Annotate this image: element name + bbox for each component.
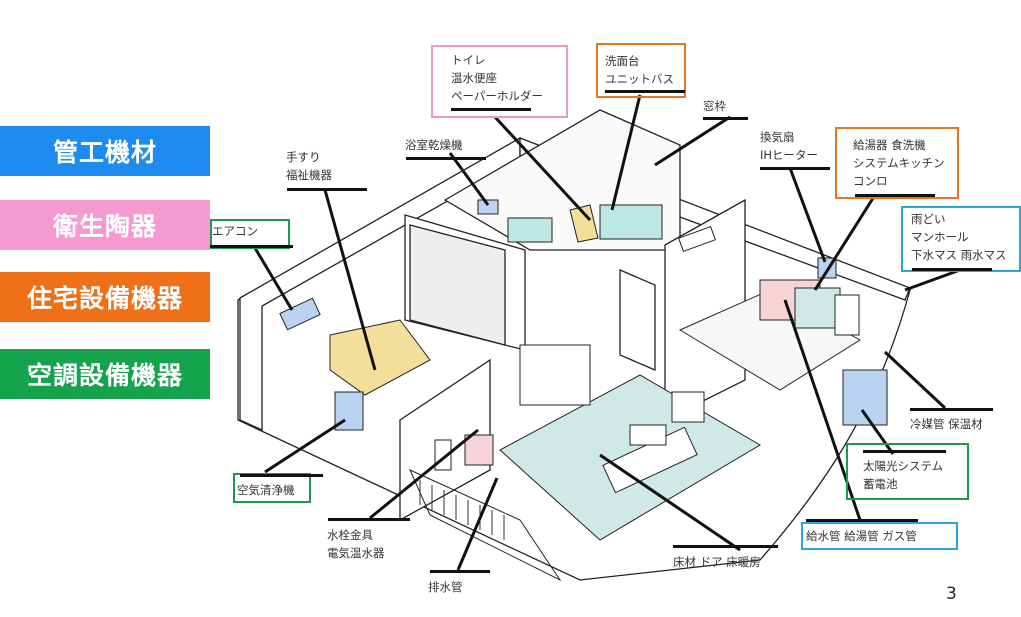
category-hvac-equipment: 空調設備機器 — [0, 349, 210, 399]
bath-dryer — [477, 199, 499, 215]
label-line: 床材 ドア 床暖房 — [673, 555, 761, 569]
category-housing-equipment: 住宅設備機器 — [0, 272, 210, 322]
label-refrigerant: 冷媒管 保温材 — [910, 415, 983, 433]
label-supply-pipes: 給水管 給湯管 ガス管 — [806, 527, 917, 545]
label-solar: 太陽光システム 蓄電池 — [863, 457, 943, 493]
care-bed — [329, 319, 431, 396]
category-pipe-materials: 管工機材 — [0, 126, 210, 176]
label-line: 窓枠 — [703, 99, 726, 113]
underline — [240, 474, 323, 477]
bathtub — [599, 204, 663, 240]
sofa — [602, 426, 698, 494]
callout-box-toilet — [431, 45, 568, 118]
label-bath-dryer: 浴室乾燥機 — [405, 136, 463, 154]
callout-box-rain — [901, 206, 1021, 272]
label-line: 浴室乾燥機 — [405, 138, 463, 152]
door — [619, 269, 656, 371]
underline — [855, 194, 935, 197]
label-ventilation: 換気扇 IHヒーター — [760, 128, 818, 164]
label-line: IHヒーター — [760, 148, 819, 162]
underline — [760, 167, 830, 170]
label-line: ユニットバス — [605, 72, 674, 86]
label-line: 下水マス 雨水マス — [911, 248, 1007, 262]
label-aircon: エアコン — [212, 222, 258, 240]
category-label: 衛生陶器 — [52, 212, 157, 241]
label-line: 洗面台 — [605, 54, 640, 68]
label-line: エアコン — [212, 224, 258, 238]
label-line: 手すり — [286, 150, 321, 164]
label-line: コンロ — [853, 174, 888, 188]
underline — [406, 157, 486, 160]
label-line: 冷媒管 保温材 — [910, 417, 983, 431]
label-line: 太陽光システム — [863, 459, 944, 473]
label-line: 排水管 — [428, 580, 463, 594]
label-line: 蓄電池 — [863, 477, 898, 491]
underline — [328, 518, 410, 521]
label-line: 空気清浄機 — [237, 483, 295, 497]
label-line: ペーパーホルダー — [451, 89, 543, 103]
label-line: 温水便座 — [451, 71, 497, 85]
wall-aircon — [677, 225, 717, 253]
category-label: 住宅設備機器 — [26, 284, 183, 313]
category-sanitary-ware: 衛生陶器 — [0, 200, 210, 250]
label-handrail: 手すり 福祉機器 — [286, 148, 332, 184]
armchair — [671, 391, 705, 423]
underline — [673, 545, 778, 548]
underline — [430, 570, 490, 573]
label-kitchen: 給湯器 食洗機 システムキッチン コンロ — [853, 136, 945, 190]
label-line: 給水管 給湯管 ガス管 — [806, 529, 917, 543]
underline — [605, 90, 685, 93]
washbasin — [507, 217, 553, 243]
kitchen-counter — [794, 287, 841, 329]
label-rain: 雨どい マンホール 下水マス 雨水マス — [911, 210, 1007, 264]
label-window-frame: 窓枠 — [703, 97, 726, 115]
label-line: 水栓金具 — [327, 528, 373, 542]
callout-box-supply-pipes — [801, 522, 958, 550]
kitchen-wall — [664, 198, 746, 422]
tv-cabinet — [519, 344, 591, 406]
underline — [287, 188, 367, 191]
underline — [863, 450, 946, 453]
underline — [910, 408, 993, 411]
label-toilet: トイレ 温水便座 ペーパーホルダー — [451, 51, 543, 105]
aircon-unit — [279, 297, 321, 331]
page-number: 3 — [946, 584, 957, 604]
label-drain: 排水管 — [428, 578, 463, 596]
label-washbasin: 洗面台 ユニットバス — [605, 52, 674, 88]
label-line: 福祉機器 — [286, 168, 332, 182]
balcony-railing — [409, 469, 562, 582]
callout-box-kitchen — [835, 127, 959, 199]
underline — [806, 519, 918, 522]
toilet — [569, 204, 599, 243]
underline — [703, 117, 748, 120]
label-line: 給湯器 食洗機 — [853, 138, 926, 152]
underline — [451, 108, 531, 111]
category-label: 空調設備機器 — [26, 361, 183, 390]
callout-box-solar — [846, 443, 969, 500]
label-floor: 床材 ドア 床暖房 — [673, 553, 761, 571]
closet — [409, 224, 506, 346]
label-line: システムキッチン — [853, 156, 945, 170]
label-line: トイレ — [451, 53, 486, 67]
label-line: マンホール — [911, 230, 969, 244]
underline — [210, 245, 293, 248]
callout-box-aircon — [210, 219, 290, 249]
label-line: 換気扇 — [760, 130, 795, 144]
callout-box-washbasin — [596, 43, 686, 98]
water-heater — [464, 434, 494, 466]
coffee-table — [629, 424, 667, 446]
category-label: 管工機材 — [52, 138, 157, 167]
label-line: 雨どい — [911, 212, 946, 226]
label-line: 電気温水器 — [327, 546, 385, 560]
fridge — [834, 294, 860, 336]
underline — [912, 268, 992, 271]
label-air-purifier: 空気清浄機 — [237, 481, 295, 499]
label-faucet: 水栓金具 電気温水器 — [327, 526, 385, 562]
